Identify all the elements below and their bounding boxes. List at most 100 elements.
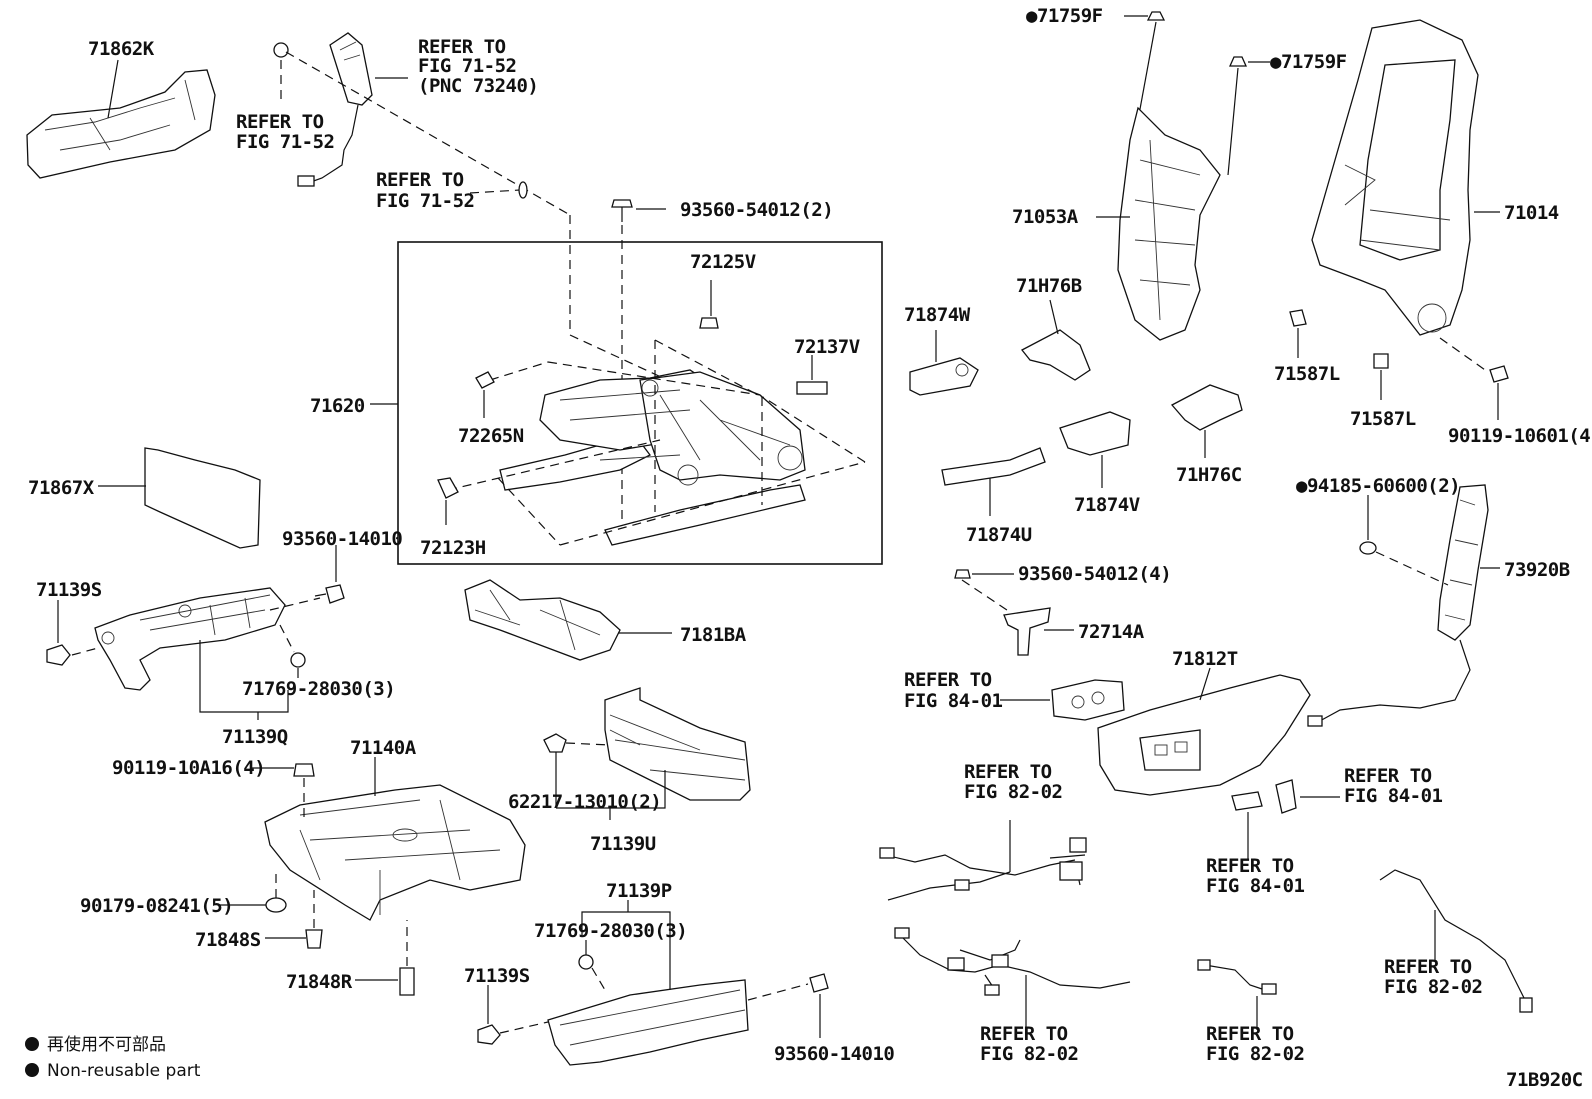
refer-label: REFER TO — [904, 669, 992, 691]
callout-72125V: 72125V — [690, 251, 756, 273]
refer-label: REFER TO — [376, 169, 464, 191]
callout-71139S-b: 71139S — [464, 965, 530, 987]
callout-71140A: 71140A — [350, 737, 417, 759]
shield-71139U-part — [604, 687, 751, 801]
refer-figure: FIG 71-52 — [376, 190, 474, 212]
bracket-72714A-part — [1003, 607, 1051, 656]
refer-label: REFER TO — [236, 111, 324, 133]
bracket-71H76B-part — [1021, 329, 1091, 381]
callout-72714A: 72714A — [1078, 621, 1145, 643]
refer-figure: FIG 82-02 — [980, 1043, 1078, 1065]
frame-71014-part — [1311, 19, 1479, 336]
motor-71874W-part — [909, 357, 979, 396]
refer-figure: FIG 82-02 — [1384, 976, 1482, 998]
bullet-icon — [25, 1037, 39, 1051]
nut-93560-b-part — [809, 973, 829, 993]
refer-figure: FIG 84-01 — [1206, 875, 1305, 897]
switch-module-part — [1051, 679, 1125, 721]
callout-93560-54012-4: 93560-54012(4) — [1018, 563, 1171, 585]
nut-93560-part — [314, 584, 345, 604]
figure-id: 71B920C — [1506, 1069, 1583, 1091]
nut-94185-part — [1359, 541, 1377, 555]
callout-71867X: 71867X — [28, 477, 95, 499]
rail-71874U-part — [941, 447, 1046, 486]
legend-japanese: 再使用不可部品 — [47, 1034, 166, 1055]
bracket-71H76C-part — [1170, 384, 1243, 431]
callout-71H76C: 71H76C — [1176, 464, 1242, 486]
callout-71053A: 71053A — [1012, 206, 1079, 228]
clip-62217-part — [543, 733, 567, 753]
callout-94185-60600: ●94185-60600(2) — [1296, 475, 1460, 497]
bolt-93560-54012-4-part — [954, 569, 971, 579]
callout-71139S-a: 71139S — [36, 579, 102, 601]
callout-71587L-a: 71587L — [1274, 363, 1340, 385]
frame-71140A-part — [264, 784, 526, 921]
shield-71139Q-part — [94, 587, 286, 691]
callout-71759F-right: ●71759F — [1270, 51, 1347, 73]
refer-pnc: (PNC 73240) — [418, 75, 538, 97]
cover-72123H-part — [437, 477, 459, 499]
panel-71053A-part — [1117, 106, 1221, 341]
bracket-7181BA-part — [464, 579, 621, 661]
callout-71H76B: 71H76B — [1016, 275, 1082, 297]
callout-71874U: 71874U — [966, 524, 1032, 546]
seat-adjuster-part — [499, 369, 806, 546]
refer-figure: FIG 71-52 — [236, 131, 334, 153]
callout-71014: 71014 — [1504, 202, 1559, 224]
clip-71759F-right-part — [1228, 56, 1248, 67]
side-shield-71812T-part — [1097, 674, 1311, 796]
knob-a-part — [1231, 791, 1263, 811]
callout-71769-28030-b: 71769-28030(3) — [534, 920, 687, 942]
clip-72125V-part — [699, 317, 719, 329]
callout-7181BA: 7181BA — [680, 624, 747, 646]
callout-71848R: 71848R — [286, 971, 353, 993]
refer-label: REFER TO — [964, 761, 1052, 783]
refer-figure: FIG 84-01 — [1344, 785, 1443, 807]
clip-72265N-part — [475, 371, 495, 389]
wire-harness-b-part — [894, 927, 1131, 996]
refer-label: REFER TO — [1344, 765, 1432, 787]
clip-71587L-a-part — [1289, 309, 1307, 327]
nut-part — [273, 42, 289, 58]
callout-73920B: 73920B — [1504, 559, 1570, 581]
callout-93560-14010-a: 93560-14010 — [282, 528, 402, 550]
callout-71759F-top: ●71759F — [1026, 5, 1103, 27]
refer-figure: FIG 84-01 — [904, 690, 1003, 712]
seat-cover-part — [26, 69, 216, 179]
screw-71139S-part — [46, 644, 71, 666]
wire-harness-d-part — [1379, 869, 1533, 1013]
callout-90179-08241: 90179-08241(5) — [80, 895, 233, 917]
clip-71587L-b-part — [1373, 353, 1389, 369]
refer-figure: FIG 82-02 — [1206, 1043, 1304, 1065]
bolt-90119-10601-part — [1489, 365, 1509, 383]
callout-62217-13010: 62217-13010(2) — [508, 791, 661, 813]
refer-label: REFER TO — [1384, 956, 1472, 978]
callout-71862K: 71862K — [88, 38, 155, 60]
callout-71139Q: 71139Q — [222, 726, 288, 748]
clip-71769-part — [290, 652, 306, 668]
wire-harness-a-part — [879, 837, 1087, 901]
pin-71848R-part — [399, 967, 415, 996]
clip-71769-b-part — [578, 954, 594, 970]
callout-71874V: 71874V — [1074, 494, 1140, 516]
bolt-90119-part — [293, 763, 315, 777]
airbag-73920B-part — [1307, 484, 1489, 727]
bracket-71874V-part — [1059, 411, 1131, 456]
refer-label: REFER TO — [1206, 855, 1294, 877]
clip-71759F-top-part — [1146, 11, 1166, 21]
callout-71812T: 71812T — [1172, 648, 1238, 670]
callout-90119-10A16: 90119-10A16(4) — [112, 757, 265, 779]
refer-figure: FIG 71-52 — [418, 55, 516, 77]
callout-71587L-b: 71587L — [1350, 408, 1416, 430]
callout-93560-54012-2: 93560-54012(2) — [680, 199, 833, 221]
callout-71848S: 71848S — [195, 929, 261, 951]
callout-72123H: 72123H — [420, 537, 486, 559]
refer-label: REFER TO — [418, 36, 506, 58]
screw-71139S-b-part — [477, 1024, 501, 1045]
refer-figure: FIG 82-02 — [964, 781, 1062, 803]
nut-90179-part — [265, 897, 287, 913]
callout-71139P: 71139P — [606, 880, 672, 902]
callout-90119-10601: 90119-10601(4) — [1448, 425, 1592, 447]
